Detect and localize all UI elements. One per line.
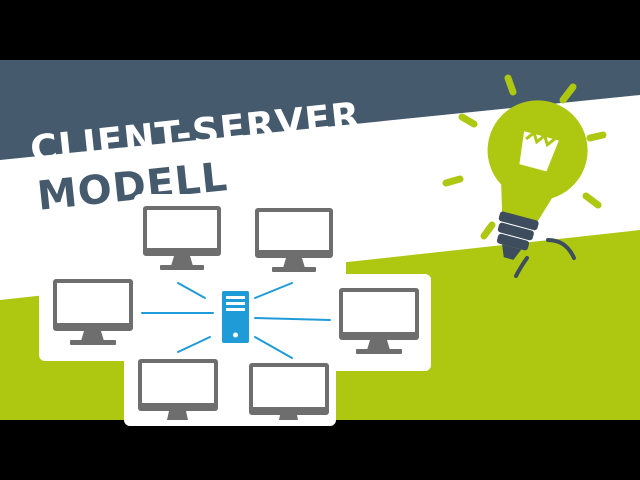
desktop-monitor-icon <box>143 206 221 270</box>
desktop-monitor-icon <box>138 359 218 420</box>
link-top-left <box>177 282 206 299</box>
bulb-body <box>487 100 588 260</box>
server-tower-icon <box>222 291 249 343</box>
link-right <box>254 317 331 321</box>
desktop-monitor-icon <box>53 279 133 345</box>
desktop-monitor-icon <box>255 208 333 272</box>
bulb-window <box>519 131 559 172</box>
link-bottom-right <box>254 336 293 359</box>
desktop-monitor-icon <box>249 363 329 420</box>
link-top-right <box>254 282 293 299</box>
bulb-rays <box>442 74 607 240</box>
client-monitors <box>53 206 419 420</box>
navy-band <box>0 60 640 160</box>
lightbulb-icon <box>442 74 607 278</box>
desktop-monitor-icon <box>339 288 419 354</box>
link-bottom-left <box>177 336 211 353</box>
connection-lines <box>141 282 331 359</box>
